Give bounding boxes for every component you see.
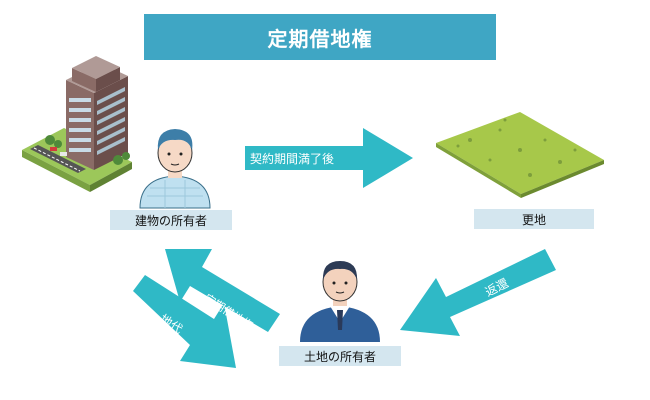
page-title: 定期借地権 — [267, 26, 373, 51]
building-owner-label: 建物の所有者 — [110, 210, 232, 230]
vacant-land-label: 更地 — [474, 209, 594, 229]
arrow-return — [400, 249, 556, 336]
apartment-building-icon — [22, 56, 132, 192]
arrow-rent — [133, 275, 236, 368]
vacant-land-icon — [436, 112, 604, 198]
land-owner-label: 土地の所有者 — [279, 346, 401, 366]
arrow-after-expiry — [245, 128, 413, 188]
building-owner-text: 建物の所有者 — [134, 213, 207, 228]
after-expiry-label: 契約期間満了後 — [250, 152, 335, 166]
vacant-land-text: 更地 — [521, 212, 546, 227]
land-owner-avatar-icon — [300, 261, 380, 342]
building-owner-avatar-icon — [139, 129, 211, 209]
land-owner-text: 土地の所有者 — [303, 349, 376, 364]
arrow-lease-right — [165, 249, 280, 332]
title-banner: 定期借地権 — [144, 14, 496, 60]
